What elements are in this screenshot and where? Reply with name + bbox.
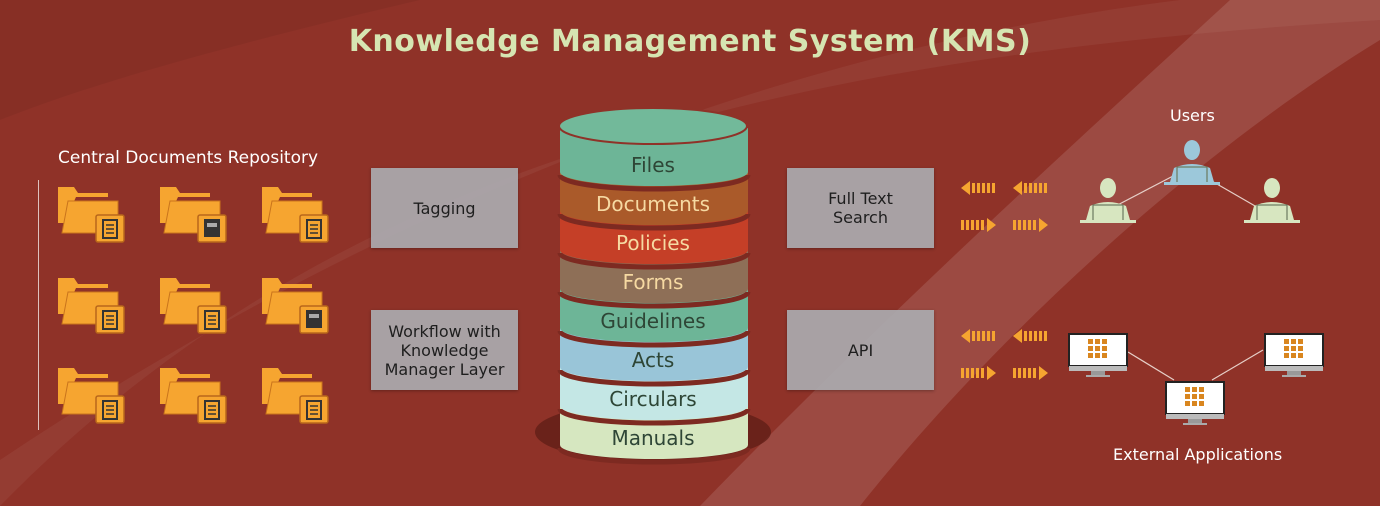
folder-icon bbox=[262, 368, 329, 424]
cylinder-layer-label: Acts bbox=[632, 348, 675, 372]
page-icon bbox=[306, 400, 322, 420]
notes-icon bbox=[102, 219, 118, 239]
page-title: Knowledge Management System (KMS) bbox=[348, 24, 1032, 59]
folder-icon bbox=[58, 187, 125, 243]
workflow-box: Workflow with Knowledge Manager Layer bbox=[371, 310, 518, 390]
notebook-icon bbox=[204, 400, 220, 420]
cylinder-layer-label: Forms bbox=[623, 270, 684, 294]
notebook-icon bbox=[204, 310, 220, 330]
book-icon bbox=[204, 219, 220, 237]
application-monitor-icon bbox=[1068, 333, 1128, 377]
application-monitor-icon bbox=[1165, 381, 1225, 425]
arrow-right-icon bbox=[1013, 366, 1048, 380]
api-label: API bbox=[847, 340, 874, 360]
folder-icon bbox=[262, 278, 329, 334]
cylinder-layer-label: Policies bbox=[616, 231, 690, 255]
arrow-left-icon bbox=[961, 181, 995, 195]
users-label: Users bbox=[1170, 106, 1215, 125]
user-at-laptop-icon bbox=[1244, 178, 1300, 223]
workflow-label-line: Manager Layer bbox=[384, 359, 505, 379]
folder-icon bbox=[58, 368, 125, 424]
connector-line bbox=[1127, 351, 1175, 381]
arrow-left-icon bbox=[1013, 181, 1047, 195]
workflow-label-line: Knowledge bbox=[400, 340, 489, 360]
folder-icon bbox=[58, 278, 125, 334]
copies-icon bbox=[306, 219, 322, 239]
user-at-laptop-icon bbox=[1164, 140, 1220, 185]
workflow-label-line: Workflow with bbox=[388, 321, 501, 341]
cylinder-top bbox=[558, 107, 748, 145]
folder-icon bbox=[160, 368, 227, 424]
divider bbox=[38, 180, 39, 430]
book-icon bbox=[306, 310, 322, 328]
search-label-line: Search bbox=[833, 208, 888, 227]
cylinder-layer-label: Manuals bbox=[611, 426, 694, 450]
folder-icon bbox=[160, 278, 227, 334]
search-label-line: Full Text bbox=[828, 189, 893, 208]
user-at-laptop-icon bbox=[1080, 178, 1136, 223]
tagging-label: Tagging bbox=[413, 198, 476, 218]
cylinder-layer-label: Documents bbox=[596, 192, 710, 216]
full-text-search-box: Full Text Search bbox=[787, 168, 934, 248]
copies-icon bbox=[102, 400, 118, 420]
arrow-right-icon bbox=[1013, 218, 1048, 232]
repository-label: Central Documents Repository bbox=[58, 148, 319, 168]
connector-line bbox=[1211, 349, 1264, 381]
cylinder-layer-label: Files bbox=[631, 153, 675, 177]
arrow-left-icon bbox=[961, 329, 995, 343]
api-box: API bbox=[787, 310, 934, 390]
cylinder-layer-label: Circulars bbox=[609, 387, 696, 411]
page-icon bbox=[102, 310, 118, 330]
external-applications-label: External Applications bbox=[1113, 445, 1283, 464]
arrow-left-icon bbox=[1013, 329, 1047, 343]
application-monitor-icon bbox=[1264, 333, 1324, 377]
folder-icon bbox=[262, 187, 329, 243]
tagging-box: Tagging bbox=[371, 168, 518, 248]
folder-icon bbox=[160, 187, 227, 243]
arrow-right-icon bbox=[961, 218, 996, 232]
arrow-right-icon bbox=[961, 366, 996, 380]
cylinder-layer-label: Guidelines bbox=[600, 309, 705, 333]
